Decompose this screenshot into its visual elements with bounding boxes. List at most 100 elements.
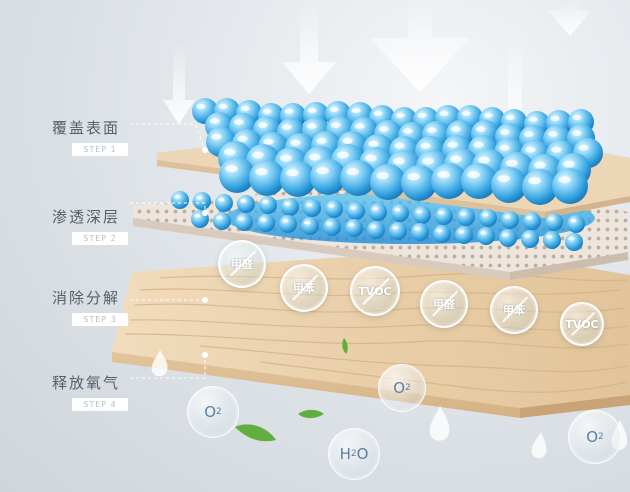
pollutant-badge-formaldehyde: 甲醛 [218, 240, 266, 288]
sphere-highlight [304, 221, 311, 225]
nano-sphere [303, 199, 321, 217]
step-1-tag: STEP 1 [72, 143, 128, 156]
pollutant-badge-formaldehyde: 甲醛 [420, 280, 468, 328]
nano-sphere [521, 230, 539, 248]
nano-sphere [545, 213, 563, 231]
sphere-highlight [528, 116, 538, 123]
sphere-highlight [421, 157, 434, 165]
sphere-highlight [281, 124, 292, 130]
sphere-highlight [284, 108, 294, 115]
nano-sphere [543, 231, 561, 249]
sphere-highlight [407, 173, 420, 181]
nano-sphere [435, 207, 453, 225]
nano-sphere [249, 160, 285, 196]
step-dots [202, 147, 208, 358]
step-2-tag: STEP 2 [72, 232, 128, 245]
sphere-highlight [458, 230, 465, 234]
sphere-highlight [364, 154, 377, 162]
nano-sphere [433, 225, 451, 243]
sphere-highlight [505, 159, 518, 167]
sphere-highlight [174, 195, 181, 199]
nano-sphere [279, 215, 297, 233]
nano-sphere [499, 229, 517, 247]
nano-sphere [457, 208, 475, 226]
nano-sphere [413, 206, 431, 224]
sphere-highlight [286, 169, 299, 177]
nano-sphere [193, 192, 211, 210]
sphere-highlight [263, 138, 274, 145]
sphere-highlight [194, 214, 201, 218]
sphere-highlight [547, 131, 558, 137]
sphere-highlight [329, 106, 339, 113]
nano-sphere [325, 200, 343, 218]
sphere-highlight [426, 127, 437, 133]
sphere-highlight [326, 222, 333, 226]
step-connectors [130, 123, 206, 379]
sphere-highlight [416, 210, 423, 214]
bubble-subscript: 2 [350, 449, 357, 459]
bubble-subscript: 2 [598, 432, 604, 442]
nano-sphere [455, 226, 473, 244]
bubble-formula: O [393, 379, 406, 397]
sphere-highlight [372, 207, 379, 211]
nano-sphere [367, 221, 385, 239]
nano-sphere [301, 217, 319, 235]
sphere-highlight [572, 114, 582, 121]
sphere-highlight [438, 211, 445, 215]
nano-sphere [213, 212, 231, 230]
sphere-highlight [480, 231, 487, 235]
sphere-highlight [477, 156, 490, 164]
sphere-highlight [308, 153, 321, 161]
sphere-highlight [233, 119, 244, 125]
nano-sphere [281, 198, 299, 216]
nano-spheres [171, 98, 603, 251]
sphere-highlight [336, 151, 349, 159]
sphere-highlight [578, 144, 589, 151]
sphere-highlight [482, 213, 489, 217]
sphere-highlight [550, 115, 560, 122]
sphere-highlight [558, 176, 571, 184]
sphere-highlight [211, 133, 222, 140]
sphere-highlight [450, 126, 461, 132]
nano-sphere [259, 196, 277, 214]
sphere-highlight [562, 160, 575, 168]
sphere-highlight [436, 229, 443, 233]
bubble-formula: H [339, 445, 351, 463]
sphere-highlight [328, 204, 335, 208]
sphere-highlight [330, 122, 341, 128]
sphere-highlight [240, 199, 247, 203]
step-3: 消除分解 STEP 3 [52, 289, 148, 326]
bubble-formula: O [204, 403, 217, 421]
sphere-highlight [290, 139, 301, 146]
nano-sphere [237, 195, 255, 213]
sphere-highlight [504, 215, 511, 219]
sphere-highlight [306, 123, 317, 129]
sphere-highlight [414, 227, 421, 231]
sphere-highlight [238, 217, 245, 221]
sphere-highlight [196, 196, 203, 200]
step-3-title: 消除分解 [52, 289, 121, 307]
sphere-highlight [209, 118, 220, 124]
nano-sphere [567, 215, 585, 233]
sphere-highlight [394, 208, 401, 212]
sphere-highlight [392, 157, 405, 165]
sphere-highlight [373, 110, 383, 117]
sphere-highlight [257, 122, 268, 128]
sphere-highlight [497, 175, 510, 183]
sphere-highlight [351, 107, 361, 114]
leaf-decorations [235, 338, 348, 442]
pollutant-badge-toluene: 甲苯 [280, 264, 328, 312]
step-1: 覆盖表面 STEP 1 [52, 119, 148, 156]
sphere-highlight [240, 105, 250, 112]
step-2-title: 渗透深层 [52, 208, 121, 226]
sphere-highlight [526, 216, 533, 220]
sphere-highlight [533, 161, 546, 169]
sphere-highlight [260, 218, 267, 222]
water-drops [151, 350, 628, 459]
sphere-highlight [437, 171, 450, 179]
sphere-highlight [548, 217, 555, 221]
step-3-tag: STEP 3 [72, 313, 128, 326]
sphere-highlight [570, 219, 577, 223]
